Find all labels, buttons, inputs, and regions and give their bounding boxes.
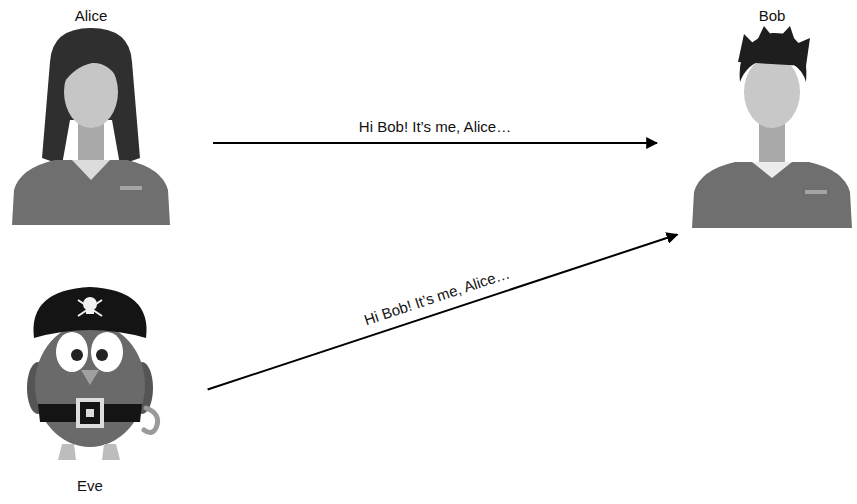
message-text: Hi Bob! It’s me, Alice…: [362, 264, 512, 329]
person-node: Bob: [665, 5, 855, 232]
message-text: Hi Bob! It’s me, Alice…: [359, 118, 511, 136]
attacker-node: Eve: [15, 285, 200, 497]
person-name: Eve: [77, 477, 103, 495]
alice-avatar: [12, 28, 170, 225]
eve-pirate-bird: [27, 287, 158, 460]
person-node: Alice: [0, 5, 205, 227]
bob-avatar: [692, 26, 852, 228]
message-arrow: [213, 142, 657, 144]
person-name: Alice: [75, 7, 108, 25]
person-name: Bob: [759, 7, 786, 25]
message-arrow: [208, 235, 678, 390]
